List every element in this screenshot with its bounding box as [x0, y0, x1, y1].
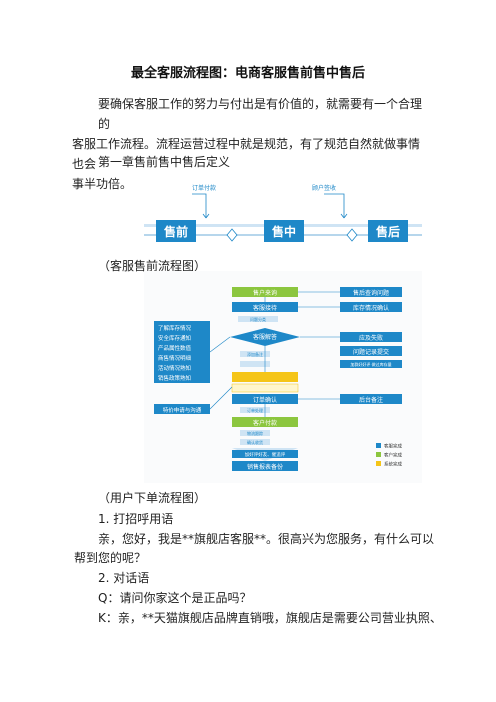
right-aftersale-query [340, 287, 402, 297]
milestone-diamond-1 [226, 228, 238, 242]
greeting-line-1: 亲，您好，我是**旗舰店客服**。很高兴为您服务，有什么可以 [98, 532, 435, 546]
left-item-3: 产品属性数值 [158, 344, 192, 352]
right-issue-record-label: 问题记录提交 [353, 348, 389, 356]
connector-left-2 [209, 386, 233, 410]
step-order-process [240, 407, 270, 413]
arrow-receive [340, 213, 348, 219]
greeting-line-2: 帮到您的呢？ [74, 551, 147, 565]
left-item-2: 安全库存通知 [158, 334, 191, 342]
connector-receive [324, 193, 345, 218]
arrow-pay [202, 213, 210, 219]
right-note-label: 加群好好评 做过库存量 [350, 361, 391, 367]
left-item-6: 销售政策熟知 [158, 374, 191, 382]
intro-line-1: 要确保客服工作的努力与付出是有价值的，就需要有一个合理的 [98, 97, 423, 131]
step-question-classify-label: 问题分类 [250, 316, 266, 322]
stage-insale: 售中 [272, 224, 296, 239]
step-add-note-1 [240, 351, 270, 357]
step-customer-inquiry [232, 287, 298, 297]
step-customer-pay-label: 客户付款 [253, 419, 277, 427]
connector-pay [192, 193, 207, 218]
step-customer-inquiry-label: 售户来询 [253, 289, 277, 297]
legend-label-3: 系统完成 [384, 461, 402, 468]
left-item-5: 活动情况熟知 [158, 364, 191, 372]
step-add-note-label: 添加备注 [247, 351, 263, 357]
left-knowledge-panel [154, 321, 210, 383]
right-fail-label: 应及失败 [359, 334, 383, 342]
step-order-sub [231, 383, 299, 393]
step-order-highlight [232, 372, 298, 382]
caption-order-flow: （用户下单流程图） [98, 491, 207, 505]
step-service-reception-label: 客服接待 [253, 304, 277, 312]
left-special-request [154, 404, 210, 414]
step-add-review [232, 450, 298, 458]
step-add-review-label: 加好评好友、催追评 [245, 451, 286, 458]
intro-line-3: 事半功倍。 [72, 177, 133, 191]
question-line: Q：请问你家这个是正品吗？ [98, 591, 252, 605]
step-service-answer-label: 客服解答 [253, 333, 277, 341]
left-item-1: 了解库存情况 [158, 324, 192, 332]
legend-swatch-2 [376, 452, 381, 457]
step-order-confirm-label: 订单确认 [253, 396, 277, 404]
step-confirm-receive-label: 确认收货 [247, 439, 263, 445]
stage-insale-block [264, 220, 304, 242]
right-fail [340, 332, 402, 342]
caption-presale-flow: （客服售前流程图） [98, 259, 207, 273]
legend-swatch-1 [376, 443, 381, 448]
answer-line: K：亲，**天猫旗舰店品牌直销哦，旗舰店是需要公司营业执照、 [98, 611, 442, 625]
step-logistics [240, 430, 270, 436]
right-issue-record [340, 346, 402, 356]
step-service-reception [232, 302, 298, 312]
left-item-4: 商售情况明细 [158, 354, 192, 362]
right-backend-note-label: 后台备注 [359, 396, 383, 404]
step-confirm-receive [240, 439, 270, 445]
legend-swatch-3 [376, 461, 381, 466]
right-note-block [340, 360, 402, 368]
right-stock-confirm [340, 302, 402, 312]
right-aftersale-query-label: 售后查询问题 [353, 289, 389, 297]
legend-label-2: 客户完成 [384, 452, 402, 459]
milestone-diamond-2 [346, 228, 358, 242]
step-order-confirm [232, 394, 298, 404]
page-title: 最全客服流程图：电商客服售前售中售后 [130, 66, 365, 81]
step-sales-report-label: 销售报表备份 [247, 463, 283, 471]
stage-aftersale-block [368, 220, 408, 242]
stage-presale: 售前 [164, 224, 188, 239]
stage-timeline-diagram: 订单付款 顾户签收 售前 售中 售后 [144, 184, 422, 242]
step-question-classify [238, 316, 278, 322]
chapter-heading: 第一章售前售中售后定义 [98, 155, 231, 169]
item-dialog-heading: 2. 对话语 [98, 571, 150, 585]
customer-service-flowchart: 售户来询 客服接待 问题分类 客服解答 添加备注 订单确认 订单处理 客户付款 … [144, 271, 422, 483]
left-special-request-label: 特价申请与沟通 [163, 406, 202, 414]
step-service-answer-diamond [230, 328, 300, 346]
label-customer-receive: 顾户签收 [312, 184, 336, 192]
legend-label-1: 客服完成 [384, 443, 402, 450]
step-sales-report [232, 461, 298, 471]
right-stock-confirm-label: 库存情况确认 [353, 304, 389, 312]
item-greeting-heading: 1. 打招呼用语 [98, 512, 174, 526]
stage-aftersale: 售后 [376, 224, 400, 239]
label-order-pay: 订单付款 [192, 184, 216, 192]
step-order-process-label: 订单处理 [247, 407, 263, 413]
connector-left-1 [209, 336, 231, 353]
intro-line-2: 客服工作流程。流程运营过程中就是规范，有了规范自然就做事情也会 [72, 137, 421, 171]
step-customer-pay [232, 417, 298, 427]
step-logistics-label: 物流跟踪 [247, 430, 263, 436]
intro-paragraph: 要确保客服工作的努力与付出是有价值的，就需要有一个合理的 客服工作流程。流程运营… [72, 94, 430, 194]
right-backend-note [340, 394, 402, 404]
step-add-note-2 [240, 361, 270, 367]
stage-presale-block [156, 220, 196, 242]
